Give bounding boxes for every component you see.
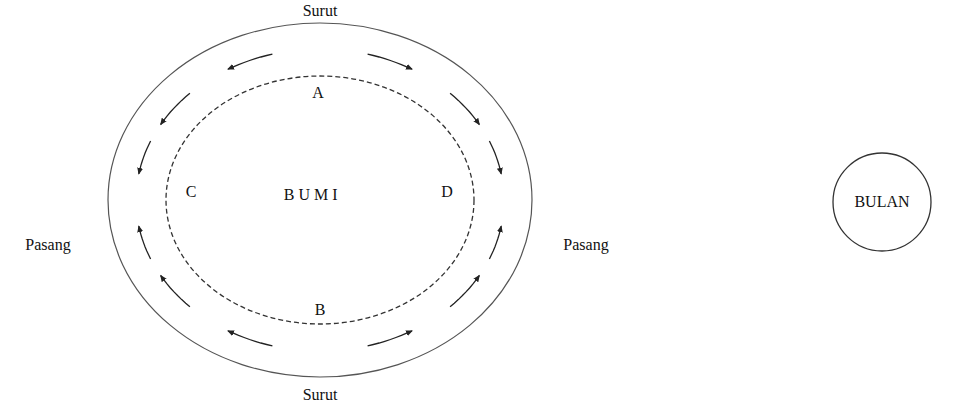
- flow-arrow: [161, 93, 190, 124]
- low-tide-label: Surut: [303, 2, 338, 20]
- node-label: B U M I: [284, 186, 338, 204]
- node-label: BULAN: [854, 193, 909, 211]
- water-flow-arrows: [139, 54, 501, 346]
- flow-arrow: [139, 226, 151, 259]
- point-label: A: [312, 84, 324, 102]
- point-label: C: [186, 183, 197, 201]
- point-label: B: [315, 301, 326, 319]
- earth-circle: B U M I: [165, 75, 475, 325]
- flow-arrow: [489, 141, 501, 174]
- flow-arrow: [139, 141, 151, 174]
- moon-circle: BULAN: [832, 152, 932, 252]
- flow-arrow: [228, 331, 272, 346]
- high-tide-label: Pasang: [25, 236, 70, 254]
- flow-arrow: [228, 54, 272, 69]
- flow-arrow: [368, 331, 412, 346]
- flow-arrow: [450, 93, 479, 124]
- high-tide-label: Pasang: [563, 236, 608, 254]
- low-tide-label: Surut: [303, 386, 338, 404]
- flow-arrow: [161, 276, 190, 307]
- flow-arrow: [489, 226, 501, 259]
- tidal-bulge: [108, 23, 532, 377]
- point-label: D: [441, 183, 453, 201]
- flow-arrow: [450, 276, 479, 307]
- flow-arrow: [368, 54, 412, 69]
